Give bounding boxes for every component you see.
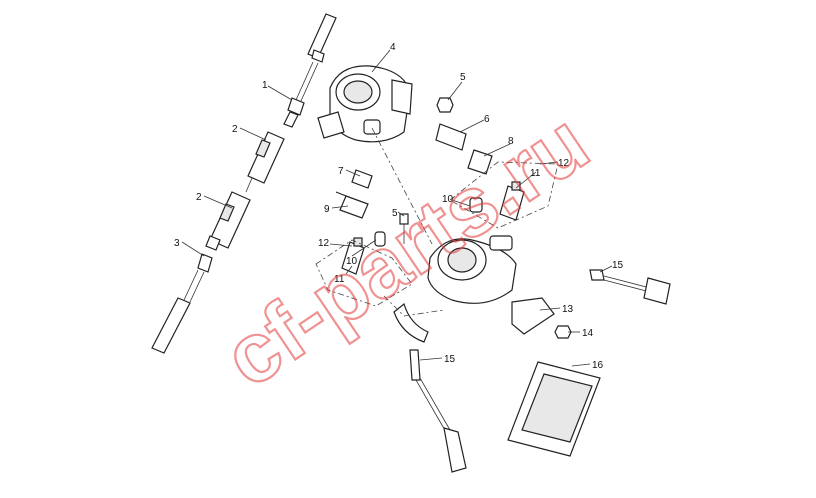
callout-5-top: 5	[460, 72, 466, 83]
callout-7: 7	[338, 166, 344, 177]
callout-11-right: 11	[530, 168, 541, 179]
bracket-7	[351, 169, 373, 189]
callout-10-left: 10	[346, 256, 358, 267]
callout-6: 6	[484, 114, 490, 125]
bracket-6	[435, 123, 467, 151]
nut-14	[554, 325, 572, 339]
callout-5-center: 5	[392, 208, 398, 219]
o2-sensor-right	[589, 269, 671, 305]
o2-sensor-bottom	[409, 349, 467, 473]
bracket-13	[511, 297, 555, 335]
callout-12-right: 12	[558, 158, 570, 169]
throttle-body	[317, 65, 413, 143]
cable-adjuster-upper	[245, 131, 285, 193]
bolt-5-center	[399, 213, 409, 244]
callout-14: 14	[582, 328, 594, 339]
callout-4: 4	[390, 42, 396, 53]
callout-3: 3	[174, 238, 180, 249]
callout-15-bottom: 15	[444, 354, 456, 365]
throttle-cable-upper	[283, 13, 337, 128]
clip-10-right	[469, 197, 483, 213]
callout-11-left: 11	[334, 274, 345, 285]
intake-manifold	[393, 235, 517, 343]
bolt-5-top	[436, 97, 454, 113]
callout-1: 1	[262, 80, 268, 91]
assembly-outlines	[315, 127, 559, 317]
callouts: 1 2 2 3 4 5 5 6 7 8 9 10 10 11 11 12 12 …	[174, 42, 624, 371]
callout-2-lower: 2	[196, 192, 202, 203]
cable-adjuster-lower	[205, 191, 251, 251]
sensor-9	[335, 191, 369, 219]
callout-2-upper: 2	[232, 124, 238, 135]
throttle-cable-lower	[151, 253, 213, 354]
callout-13: 13	[562, 304, 574, 315]
leader-lines	[181, 49, 613, 367]
injector-left	[341, 237, 365, 275]
callout-12-left: 12	[318, 238, 330, 249]
callout-15-right: 15	[612, 260, 624, 271]
callout-10-right: 10	[442, 194, 454, 205]
ecu-unit	[507, 361, 601, 457]
callout-16: 16	[592, 360, 604, 371]
callout-8: 8	[508, 136, 514, 147]
clip-10-left	[374, 231, 386, 247]
sensor-8	[467, 149, 493, 175]
callout-9: 9	[324, 204, 330, 215]
